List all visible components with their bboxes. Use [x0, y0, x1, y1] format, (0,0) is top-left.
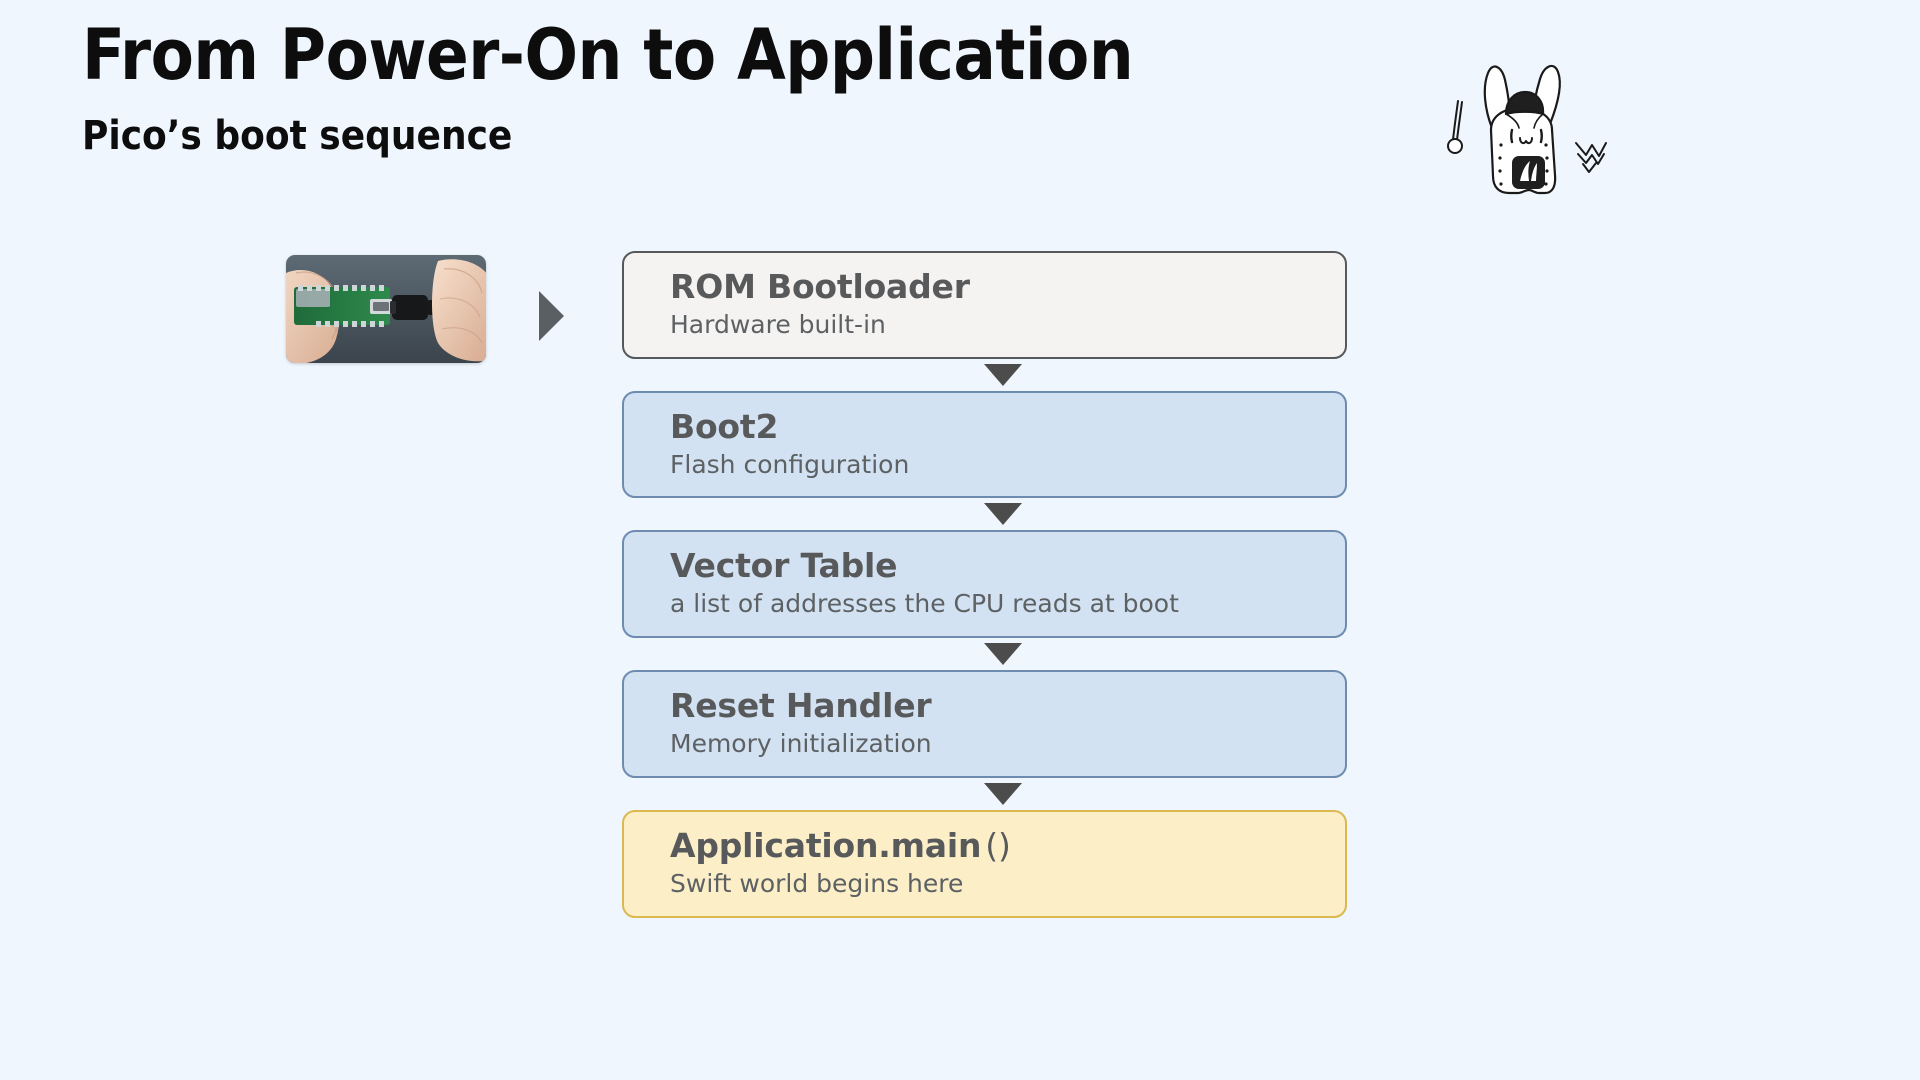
flow-step-title: ROM Bootloader [670, 267, 970, 306]
flow-step-subtitle: Swift world begins here [670, 868, 964, 898]
flow-step-parens: () [985, 825, 1011, 865]
flow-step-title: Boot2 [670, 406, 779, 446]
pico-usb-photo [286, 255, 486, 363]
flow-arrow-down-icon [984, 503, 1022, 526]
flow-step-subtitle: Memory initialization [670, 729, 932, 759]
flow-step-rom-bootloader[interactable]: ROM Bootloader Hardware built-in [622, 251, 1347, 359]
play-triangle-icon [539, 291, 564, 341]
flow-arrow-down-icon [984, 782, 1022, 805]
flow-step-subtitle: a list of addresses the CPU reads at boo… [670, 589, 1179, 619]
flow-step-title: Reset Handler [670, 686, 932, 726]
flow-arrow-down-icon [984, 643, 1022, 666]
flow-step-title: Vector Table [670, 546, 898, 586]
flow-step-title: Application.main() [670, 825, 1011, 865]
slide-header: From Power-On to Application Pico’s boot… [82, 20, 1382, 156]
flow-step-reset-handler[interactable]: Reset Handler Memory initialization [622, 670, 1347, 778]
flow-arrow-down-icon [984, 363, 1022, 386]
page-title: From Power-On to Application [82, 14, 1134, 96]
mascot-bunny-icon [1446, 44, 1616, 224]
boot-sequence-flow: ROM Bootloader Hardware built-in Boot2 F… [622, 251, 1347, 918]
flow-step-subtitle: Hardware built-in [670, 309, 886, 339]
page-subtitle: Pico’s boot sequence [82, 113, 513, 159]
flow-step-subtitle: Flash configuration [670, 449, 910, 479]
flow-step-application-main[interactable]: Application.main() Swift world begins he… [622, 809, 1347, 918]
flow-step-boot2[interactable]: Boot2 Flash configuration [622, 390, 1347, 499]
flow-step-vector-table[interactable]: Vector Table a list of addresses the CPU… [622, 530, 1347, 639]
